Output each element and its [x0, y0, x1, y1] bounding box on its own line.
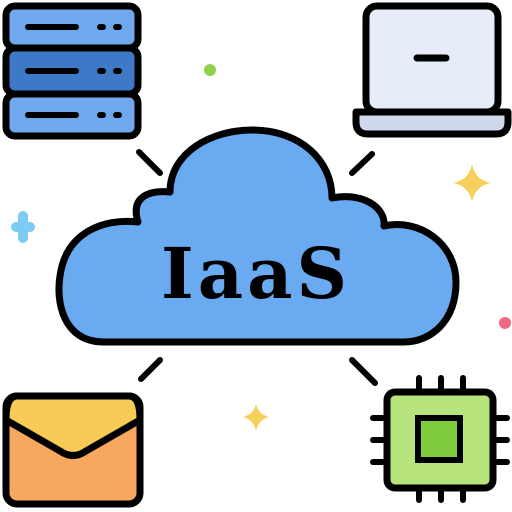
cpu-chip-icon	[370, 375, 510, 503]
server-rack-icon	[2, 2, 142, 140]
blue-plus-icon	[11, 211, 35, 243]
connectors	[136, 149, 378, 386]
connector-line	[138, 357, 163, 382]
sparkle-icon	[243, 404, 269, 431]
cloud-shape	[55, 126, 460, 346]
pink-dot	[499, 317, 511, 329]
envelope-icon	[2, 392, 144, 508]
sparkle-icon	[453, 164, 491, 202]
cloud-label: IaaS	[161, 232, 351, 315]
green-dot	[204, 64, 216, 76]
laptop-icon	[352, 2, 512, 138]
decorations	[11, 64, 511, 431]
cloud-icon: IaaS	[55, 126, 460, 346]
connector-line	[349, 151, 375, 176]
connector-line	[136, 149, 163, 176]
connector-line	[349, 357, 378, 386]
